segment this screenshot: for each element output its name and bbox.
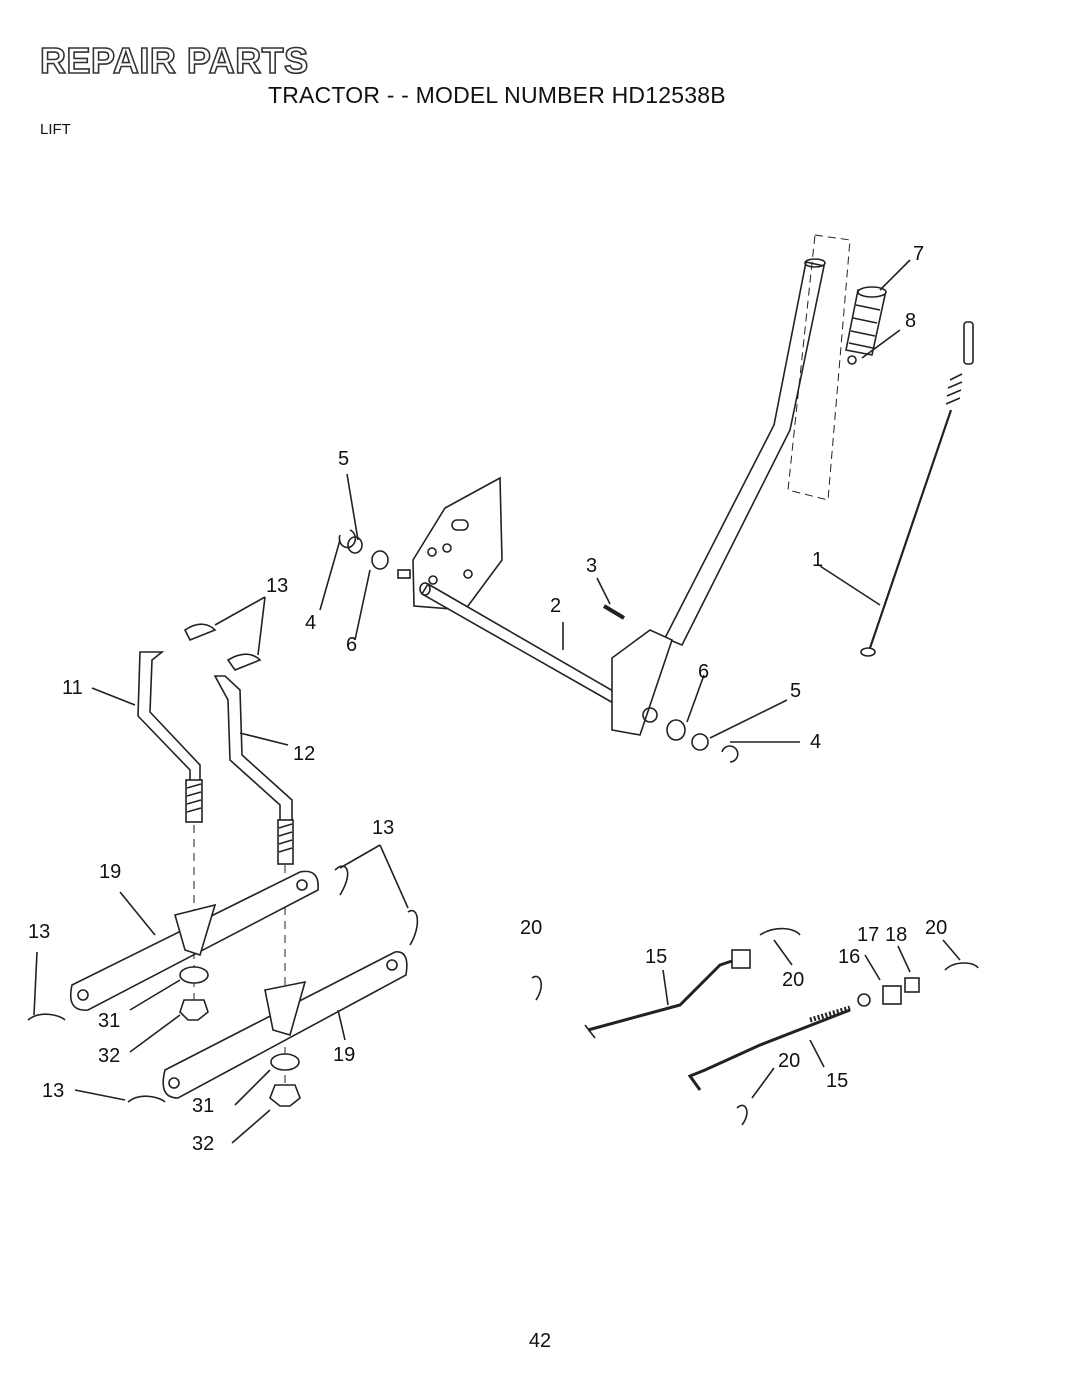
- callout-5: 5: [338, 448, 349, 470]
- bushing-left: [371, 550, 389, 570]
- lift-lever: [663, 258, 826, 647]
- callout-20: 20: [782, 969, 804, 991]
- lever-bracket: [611, 629, 673, 736]
- cross-shaft: [419, 582, 622, 706]
- block-17: [882, 985, 902, 1005]
- callout-20: 20: [925, 917, 947, 939]
- callout-12: 12: [293, 743, 315, 765]
- page-number: 42: [528, 1330, 552, 1352]
- nut-upper: [179, 999, 209, 1021]
- callout-32: 32: [98, 1045, 120, 1067]
- callout-6: 6: [346, 634, 357, 656]
- nut-lower: [269, 1084, 301, 1107]
- callout-13: 13: [28, 921, 50, 943]
- hairpin-mid-b: [407, 909, 419, 946]
- shaft-end: [397, 569, 411, 579]
- callout-13: 13: [372, 817, 394, 839]
- clip-20-upper: [759, 927, 801, 936]
- callout-8: 8: [905, 310, 916, 332]
- bushing-upper: [179, 966, 209, 984]
- bushing-right-a: [642, 707, 658, 723]
- section-heading: LIFT: [40, 121, 71, 138]
- lift-arm-lower: [162, 951, 408, 1099]
- hairpin-upper-a: [183, 623, 217, 642]
- set-screw: [847, 355, 857, 365]
- callout-13: 13: [266, 575, 288, 597]
- clip-20-left: [531, 975, 543, 1001]
- callout-13: 13: [42, 1080, 64, 1102]
- clip-20-right: [944, 962, 979, 971]
- lift-link-right: [213, 675, 294, 865]
- callout-20: 20: [778, 1050, 800, 1072]
- callout-11: 11: [62, 677, 83, 699]
- callout-2: 2: [550, 595, 561, 617]
- hairpin-mid-a: [334, 865, 349, 896]
- callout-6: 6: [698, 661, 709, 683]
- lift-arm-upper: [69, 870, 319, 1011]
- callout-17: 17: [857, 924, 879, 946]
- washer-16: [857, 993, 871, 1007]
- callout-19: 19: [333, 1044, 355, 1066]
- adjust-rod-lower: [687, 1005, 851, 1091]
- callout-15: 15: [826, 1070, 848, 1092]
- callout-7: 7: [913, 243, 924, 265]
- lift-link-spring: [860, 321, 974, 657]
- lift-link-left: [137, 651, 203, 823]
- callout-16: 16: [838, 946, 860, 968]
- callout-31: 31: [98, 1010, 120, 1032]
- bushing-right: [666, 719, 686, 741]
- washer-right: [691, 733, 709, 751]
- nut-18: [904, 977, 920, 993]
- callout-15: 15: [645, 946, 667, 968]
- callout-20: 20: [520, 917, 542, 939]
- page-title: REPAIR PARTS: [39, 39, 309, 82]
- callout-3: 3: [586, 555, 597, 577]
- callout-5: 5: [790, 680, 801, 702]
- model-subtitle: TRACTOR - - MODEL NUMBER HD12538B: [268, 82, 726, 108]
- hairpin-left: [27, 1013, 66, 1021]
- callout-32: 32: [192, 1133, 214, 1155]
- callout-31: 31: [192, 1095, 214, 1117]
- mounting-plate: [412, 476, 503, 611]
- adjust-rod-upper: [584, 949, 751, 1039]
- callout-1: 1: [812, 549, 823, 571]
- callout-4: 4: [810, 731, 821, 753]
- hairpin-bottom: [127, 1095, 166, 1103]
- bushing-lower: [270, 1053, 300, 1071]
- clip-20-lower: [736, 1104, 748, 1126]
- retaining-ring-right: [721, 745, 739, 763]
- callout-19: 19: [99, 861, 121, 883]
- lever-grip: [845, 286, 887, 356]
- callout-4: 4: [305, 612, 316, 634]
- callout-18: 18: [885, 924, 907, 946]
- hairpin-upper-b: [226, 653, 262, 671]
- roll-pin: [602, 604, 626, 620]
